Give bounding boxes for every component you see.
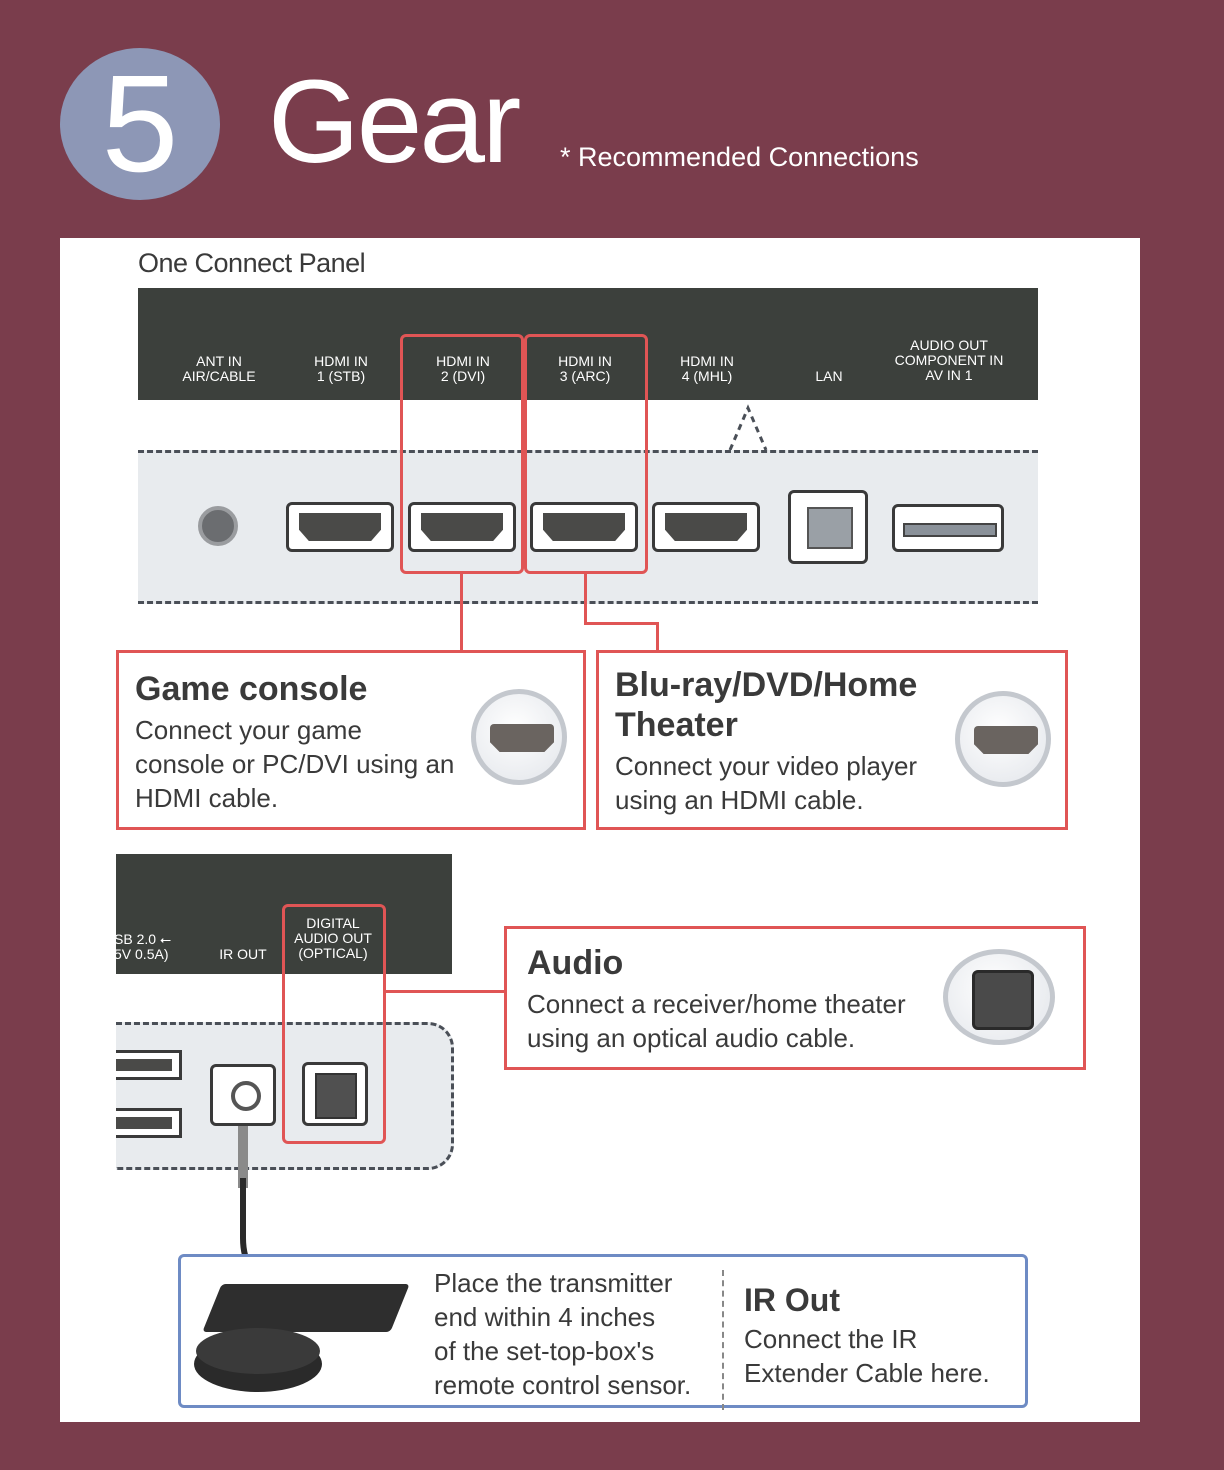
hdmi3-port <box>530 502 638 552</box>
bluray-connector-line-3 <box>656 622 659 652</box>
av-in-port <box>892 504 1004 552</box>
ant-in-port <box>198 506 238 546</box>
optical-port <box>302 1062 368 1126</box>
page-title: Gear <box>268 56 521 188</box>
ir-cable-plug <box>238 1126 248 1188</box>
hdmi-plug-icon <box>471 689 567 785</box>
hdmi3-highlight <box>524 334 648 574</box>
optical-highlight <box>282 904 386 1144</box>
ir-out-title: IR Out <box>744 1282 840 1318</box>
hdmi-plug-icon <box>955 691 1051 787</box>
lan-port <box>788 490 868 564</box>
ir-transmitter-icon <box>202 1284 410 1332</box>
ir-puck-top <box>196 1328 320 1374</box>
ir-out-port <box>210 1064 276 1126</box>
optical-plug-icon <box>943 949 1055 1045</box>
audio-title: Audio <box>527 944 624 982</box>
hdmi4-port <box>652 502 760 552</box>
port-label-usb: SB 2.0 ⭠5V 0.5A) <box>114 931 172 962</box>
bluray-connector-line-2 <box>584 622 658 625</box>
step-number: 5 <box>101 47 179 201</box>
step-badge <box>60 48 220 200</box>
bluray-connector-line-1 <box>584 574 587 624</box>
port-label-ir-out: IR OUT <box>219 946 267 962</box>
ir-divider <box>722 1270 724 1410</box>
game-connector-line <box>460 574 463 652</box>
hdmi2-port <box>408 502 516 552</box>
lan-pointer-icon <box>728 404 768 451</box>
game-console-title: Game console <box>135 670 368 708</box>
page-subtitle: * Recommended Connections <box>560 142 919 172</box>
usb-port-1 <box>116 1050 182 1080</box>
port-label-lan: LAN <box>815 368 843 384</box>
usb-port-2 <box>116 1108 182 1138</box>
audio-connector-line <box>386 990 504 993</box>
port-panel-2 <box>116 1022 454 1170</box>
hdmi2-highlight <box>400 334 524 574</box>
hdmi1-port <box>286 502 394 552</box>
panel-label: One Connect Panel <box>138 248 366 278</box>
